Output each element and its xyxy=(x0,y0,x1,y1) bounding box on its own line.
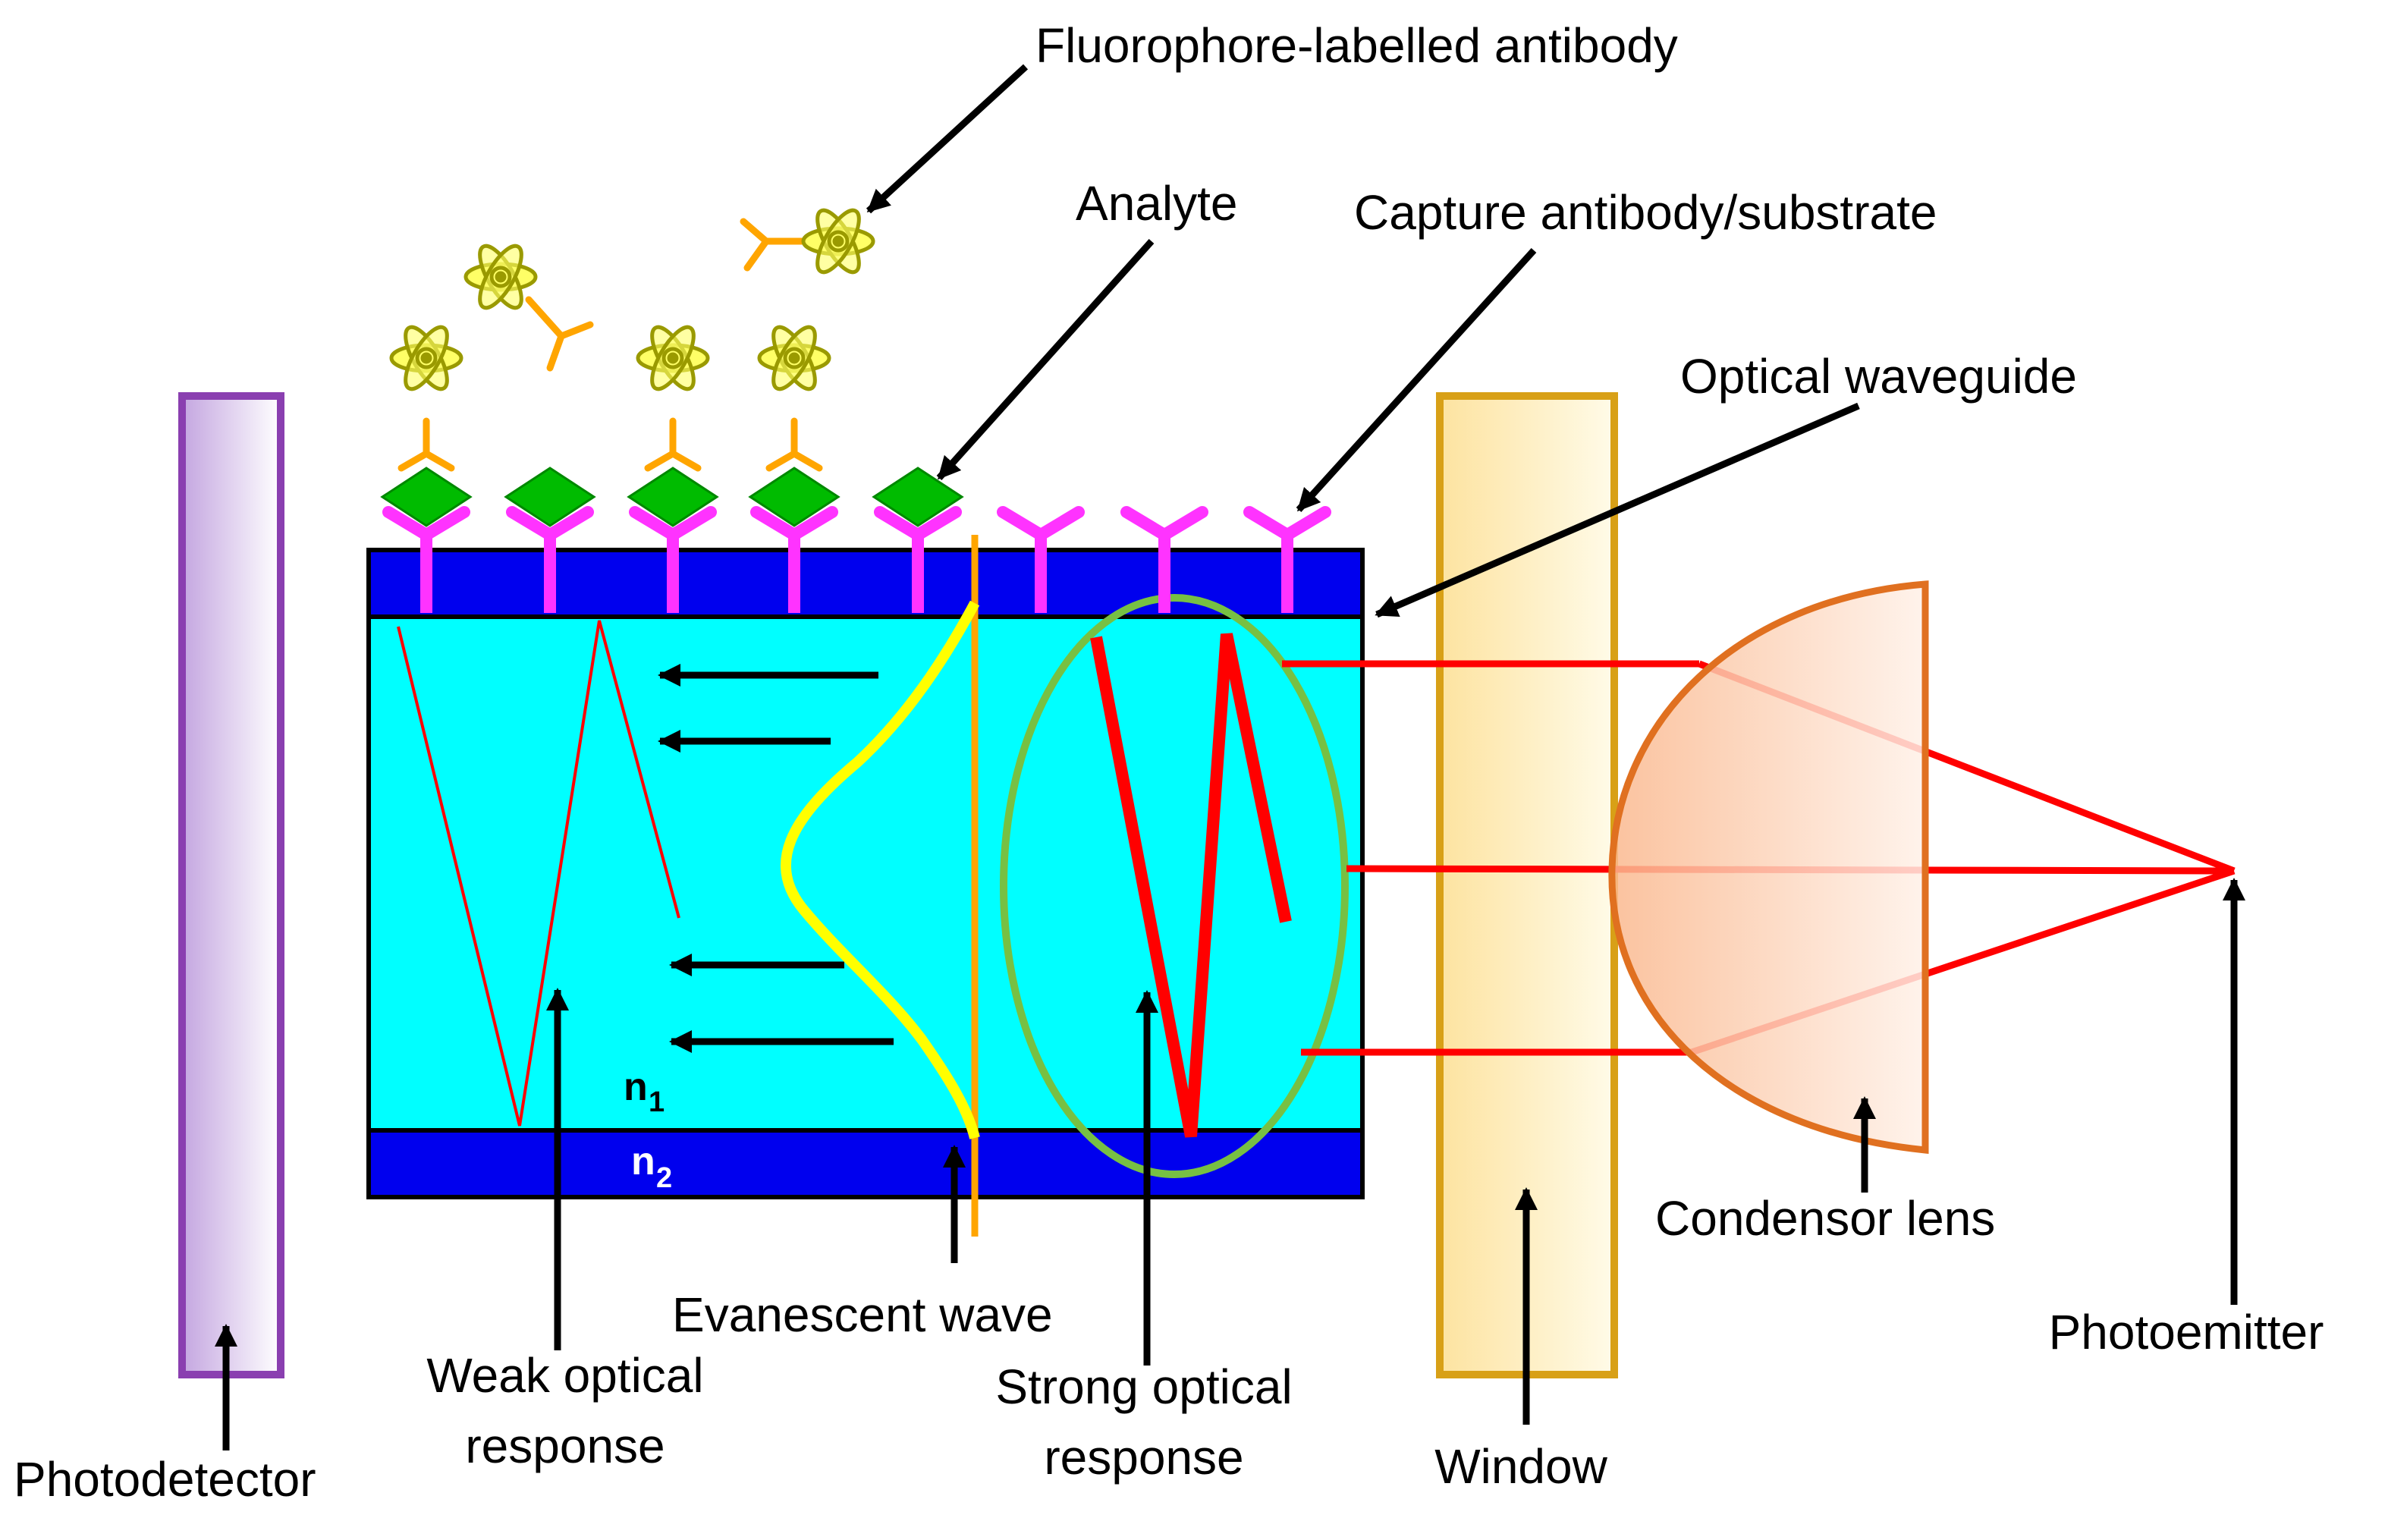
analyte xyxy=(748,467,841,527)
capture-antibody xyxy=(1120,506,1208,613)
analyte xyxy=(380,467,473,527)
strong-response-ray xyxy=(1090,633,1292,1138)
analyte-callout-arrow xyxy=(936,238,1155,481)
fluorophores xyxy=(389,208,875,391)
cladding-top xyxy=(366,548,1365,619)
labelled-antibody xyxy=(525,296,594,372)
analyte xyxy=(504,467,596,527)
strong-response-label-line1: Strong optical xyxy=(995,1359,1292,1414)
fluorophore-label: Fluorophore-labelled antibody xyxy=(1035,18,1678,73)
window-label: Window xyxy=(1434,1439,1607,1494)
bound-labelled-antibodies xyxy=(397,417,823,472)
signal-arrows xyxy=(658,664,894,1053)
labelled-antibody xyxy=(765,417,823,472)
cladding-index-letter: n xyxy=(631,1139,655,1183)
fluorophore-icon xyxy=(636,325,710,391)
labelled-antibody xyxy=(740,218,810,272)
core-index-letter: n xyxy=(624,1065,648,1109)
evanescent-label: Evanescent wave xyxy=(672,1287,1053,1342)
capture-antibody xyxy=(382,506,470,613)
fluorophore-icon xyxy=(389,325,463,391)
photoemitter-label: Photoemitter xyxy=(2049,1305,2324,1359)
analytes xyxy=(380,467,964,527)
condensor-label: Condensor lens xyxy=(1655,1191,1995,1246)
waveguide-callout-arrow xyxy=(1375,402,1860,618)
labelled-antibody xyxy=(397,417,455,472)
weak-response-ray xyxy=(397,620,680,1127)
strong-response-label-line2: response xyxy=(1044,1430,1243,1485)
weak-response-label-line2: response xyxy=(465,1419,665,1473)
free-labelled-antibodies xyxy=(525,218,810,372)
fluorophore-callout-arrow xyxy=(866,64,1029,214)
labelled-antibody xyxy=(644,417,702,472)
capture-antibody xyxy=(874,506,962,613)
waveguide-label: Optical waveguide xyxy=(1680,349,2077,404)
photodetector-label: Photodetector xyxy=(14,1452,316,1507)
strong-response-ellipse xyxy=(1000,594,1349,1178)
fluorophore-icon xyxy=(463,244,538,310)
capture-antibody xyxy=(1243,506,1331,613)
capture-antibody xyxy=(997,506,1085,613)
callout-arrows xyxy=(215,64,2245,1450)
capture-antibody xyxy=(629,506,717,613)
cladding-index-subscript: 2 xyxy=(656,1162,672,1194)
evanescent-wave-curve xyxy=(781,600,980,1139)
analyte xyxy=(872,467,964,527)
capture-callout-arrow xyxy=(1296,247,1537,513)
capture-antibody xyxy=(506,506,594,613)
cladding-bottom xyxy=(366,1128,1365,1199)
analyte xyxy=(627,467,719,527)
capture-antibodies xyxy=(382,506,1331,613)
core-index-subscript: 1 xyxy=(649,1086,665,1118)
photodetector xyxy=(178,392,284,1378)
weak-response-label-line1: Weak optical xyxy=(426,1348,703,1403)
capture-antibody xyxy=(750,506,838,613)
capture-label: Capture antibody/substrate xyxy=(1354,185,1937,240)
condensor-lens xyxy=(1608,580,1929,1154)
core-index-label: n 1 xyxy=(624,1065,665,1118)
fluorophore-icon xyxy=(801,208,875,275)
fluorophore-icon xyxy=(757,325,831,391)
cladding-index-label: n 2 xyxy=(631,1139,672,1194)
analyte-label: Analyte xyxy=(1076,176,1237,231)
